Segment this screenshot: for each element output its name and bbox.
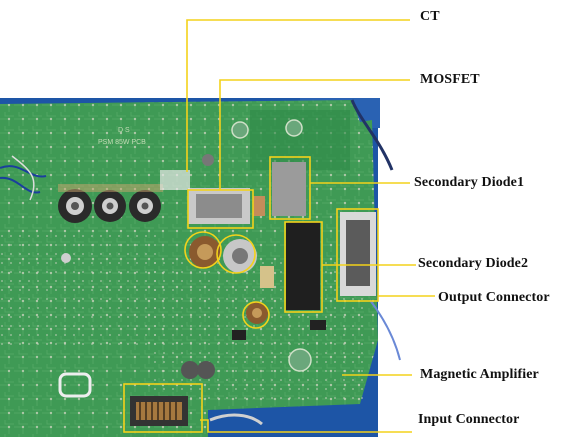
secondary-diode2-marker-box: [284, 221, 323, 313]
label-ct: CT: [420, 9, 440, 24]
ct-marker-circle-2: [216, 234, 256, 274]
label-output-connector: Output Connector: [438, 290, 550, 305]
board-silkscreen: PSM 85W PCB: [98, 139, 146, 146]
svg-text:D S: D S: [118, 127, 130, 134]
mosfet-marker-box: [187, 189, 254, 229]
label-secondary-diode1: Secondary Diode1: [414, 175, 525, 190]
secondary-diode1-marker-box: [269, 156, 311, 220]
ct-marker-circle-1: [184, 231, 222, 269]
inductor-marker-circle: [242, 301, 270, 329]
input-filter-components: [58, 184, 163, 223]
input-connector-marker-box: [123, 383, 203, 433]
annotation-markers: [123, 19, 435, 433]
ct-leader-line: [186, 19, 410, 172]
input-connector-leader-line: [200, 419, 412, 433]
label-magnetic-amplifier: Magnetic Amplifier: [420, 367, 539, 382]
label-secondary-diode2: Secondary Diode2: [418, 256, 529, 271]
label-mosfet: MOSFET: [420, 72, 480, 87]
mosfet-leader-line: [219, 79, 410, 190]
label-input-connector: Input Connector: [418, 412, 520, 427]
output-connector-marker-box: [336, 208, 379, 302]
